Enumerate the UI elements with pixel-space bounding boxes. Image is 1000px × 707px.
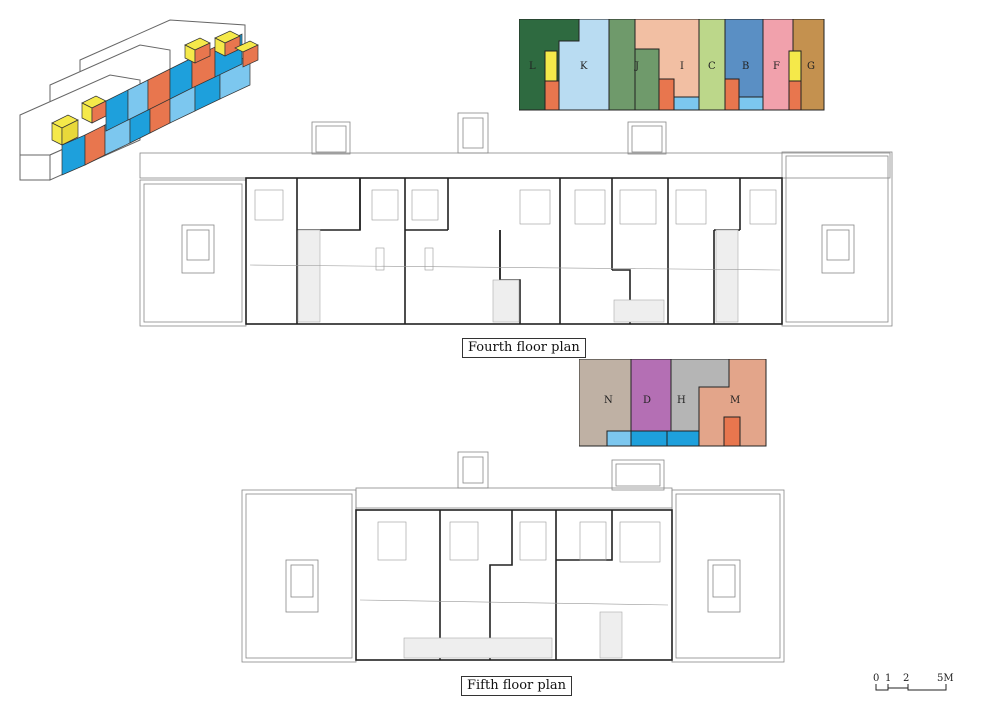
unit-label-N: N — [604, 395, 613, 406]
unit-F-area — [762, 19, 794, 111]
unit-label-B: B — [742, 61, 749, 72]
unit-label-H: H — [677, 395, 686, 406]
fifth-floor-unit-key: N D H M — [579, 359, 767, 447]
unit-label-L: L — [529, 61, 536, 72]
unit-label-G: G — [807, 61, 815, 72]
scale-label-1: 1 — [885, 673, 891, 684]
unit-label-J: J — [634, 61, 639, 72]
unit-label-D: D — [643, 395, 651, 406]
unit-label-F: F — [773, 61, 780, 72]
unit-C-area — [698, 19, 726, 111]
scale-label-0: 0 — [873, 673, 879, 684]
scale-bar — [875, 684, 947, 691]
axonometric-diagram — [19, 19, 259, 181]
scale-label-2: 2 — [903, 673, 909, 684]
fourth-floor-caption: Fourth floor plan — [462, 338, 586, 358]
unit-label-C: C — [708, 61, 716, 72]
unit-label-I: I — [680, 61, 684, 72]
unit-label-K: K — [580, 61, 588, 72]
unit-J-area — [608, 19, 636, 111]
fifth-floor-caption: Fifth floor plan — [461, 676, 572, 696]
fourth-floor-unit-key: L K J I C B F G — [519, 19, 825, 111]
unit-label-M: M — [730, 395, 740, 406]
scale-label-5m: 5M — [937, 673, 954, 684]
